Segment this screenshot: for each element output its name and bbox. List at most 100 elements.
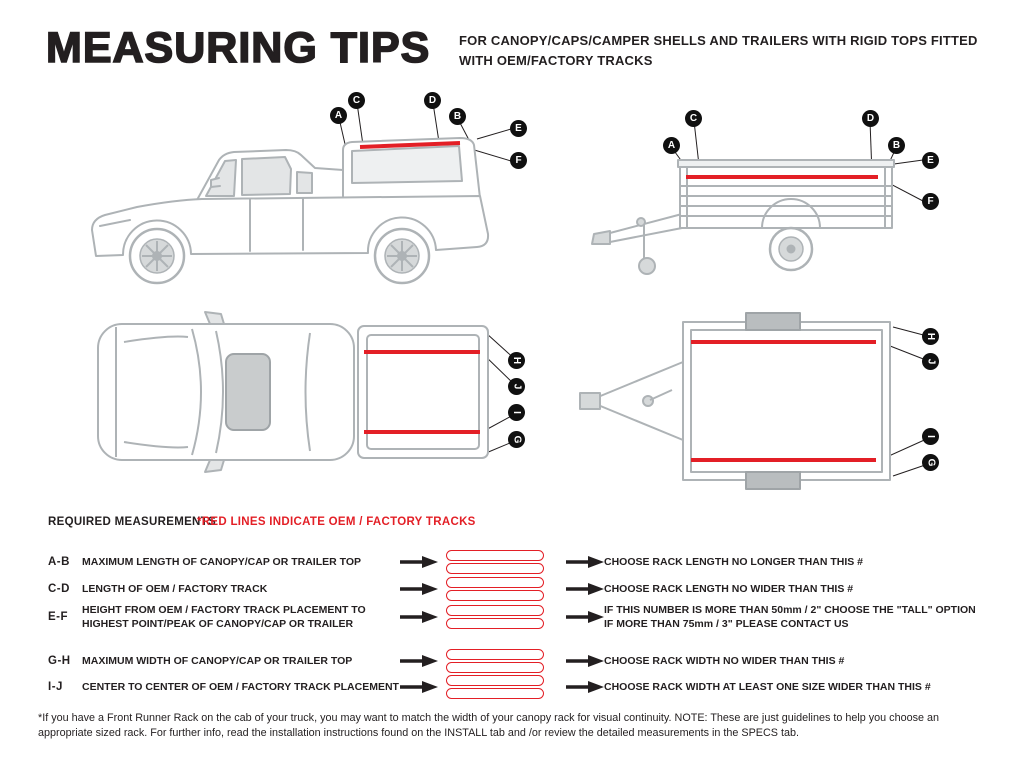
- pill-outline: [446, 577, 544, 588]
- callout-badge-h: H: [922, 328, 939, 345]
- truck-side-illustration: [91, 102, 512, 285]
- callout-letter: G: [511, 435, 522, 444]
- page-subtitle: FOR CANOPY/CAPS/CAMPER SHELLS AND TRAILE…: [459, 33, 978, 69]
- measurement-result: CHOOSE RACK LENGTH NO WIDER THAN THIS #: [604, 582, 854, 595]
- callout-badge-e: E: [510, 120, 527, 137]
- pill-outline: [446, 605, 544, 617]
- callout-badge-b: B: [449, 108, 466, 125]
- canopy-top: [357, 325, 489, 459]
- callout-badge-g: G: [508, 431, 525, 448]
- measurement-label: LENGTH OF OEM / FACTORY TRACK: [82, 582, 268, 595]
- page-title: MEASURING TIPS: [45, 23, 431, 73]
- arrow-right-icon: [400, 611, 446, 624]
- callout-badge-c: C: [685, 110, 702, 127]
- measurement-result: CHOOSE RACK WIDTH AT LEAST ONE SIZE WIDE…: [604, 680, 931, 693]
- callout-letter: A: [667, 140, 676, 151]
- callout-letter: I: [925, 435, 936, 438]
- callout-badge-h: H: [508, 352, 525, 369]
- callout-letter: C: [689, 113, 698, 124]
- pill-outline: [446, 563, 544, 574]
- measurement-key: A-B: [48, 556, 70, 568]
- callout-letter: J: [925, 358, 936, 365]
- callout-badge-j: J: [508, 378, 525, 395]
- measurement-entry-pill: [446, 649, 552, 673]
- measurement-entry-pill: [446, 675, 552, 699]
- callout-badge-f: F: [510, 152, 527, 169]
- measurement-row: C-D LENGTH OF OEM / FACTORY TRACK CHOOSE…: [48, 577, 998, 601]
- red-lines-note: *RED LINES INDICATE OEM / FACTORY TRACKS: [197, 516, 476, 528]
- truck-top-view-diagram: H J I G: [40, 300, 550, 490]
- callout-letter: B: [892, 140, 901, 151]
- trailer-top-box: [682, 321, 891, 481]
- pill-outline: [446, 675, 544, 686]
- measurement-key: E-F: [48, 611, 69, 624]
- measurement-label: HEIGHT FROM OEM / FACTORY TRACK PLACEMEN…: [82, 604, 366, 631]
- measurement-label: MAXIMUM LENGTH OF CANOPY/CAP OR TRAILER …: [82, 555, 362, 568]
- measurement-entry-pill: [446, 605, 552, 630]
- callout-letter: I: [511, 411, 522, 414]
- arrow-right-icon: [552, 556, 604, 568]
- callout-letter: G: [925, 458, 936, 467]
- required-measurements-heading: REQUIRED MEASUREMENTS: [48, 516, 216, 528]
- measurement-key: I-J: [48, 681, 63, 693]
- arrow-right-icon: [400, 681, 446, 693]
- measurement-label: CENTER TO CENTER OF OEM / FACTORY TRACK …: [82, 680, 399, 693]
- callout-letter: H: [510, 356, 522, 365]
- truck-wheels: [128, 227, 431, 285]
- pill-outline: [446, 618, 544, 630]
- callout-letter: F: [515, 155, 522, 166]
- arrow-right-icon: [552, 583, 604, 595]
- callout-letter: B: [453, 111, 462, 122]
- callout-badge-d: D: [424, 92, 441, 109]
- oem-track-line: [359, 141, 461, 149]
- callout-badge-i: I: [922, 428, 939, 445]
- callout-badge-e: E: [922, 152, 939, 169]
- pill-outline: [446, 649, 544, 660]
- callout-badge-b: B: [888, 137, 905, 154]
- trailer-side-illustration: [591, 120, 924, 275]
- measurement-result: CHOOSE RACK WIDTH NO WIDER THAN THIS #: [604, 654, 845, 667]
- callout-letter: H: [924, 332, 936, 341]
- measurement-row: E-F HEIGHT FROM OEM / FACTORY TRACK PLAC…: [48, 603, 998, 631]
- measurement-row: G-H MAXIMUM WIDTH OF CANOPY/CAP OR TRAIL…: [48, 649, 998, 673]
- callout-badge-d: D: [862, 110, 879, 127]
- callout-badge-i: I: [508, 404, 525, 421]
- trailer-top-illustration: [579, 312, 932, 490]
- arrow-right-icon: [400, 556, 446, 568]
- arrow-right-icon: [552, 655, 604, 667]
- callout-badge-a: A: [330, 107, 347, 124]
- callout-badge-c: C: [348, 92, 365, 109]
- measurement-result: IF THIS NUMBER IS MORE THAN 50mm / 2" CH…: [604, 604, 976, 631]
- callout-letter: D: [428, 95, 437, 106]
- truck-side-view-diagram: A C D B E F: [40, 88, 550, 298]
- truck-top-illustration: [97, 311, 518, 473]
- callout-letter: J: [511, 383, 522, 390]
- measurement-entry-pill: [446, 550, 552, 574]
- callout-letter: E: [515, 123, 522, 134]
- footnote: *If you have a Front Runner Rack on the …: [38, 712, 940, 739]
- measurement-row: A-B MAXIMUM LENGTH OF CANOPY/CAP OR TRAI…: [48, 550, 998, 574]
- measurement-entry-pill: [446, 577, 552, 601]
- measurement-key: G-H: [48, 655, 71, 667]
- truck-body: [91, 195, 490, 257]
- measurement-label: MAXIMUM WIDTH OF CANOPY/CAP OR TRAILER T…: [82, 654, 353, 667]
- callout-letter: C: [352, 95, 361, 106]
- pill-outline: [446, 590, 544, 601]
- trailer-side-view-diagram: A C D B E F: [560, 88, 980, 298]
- callout-badge-g: G: [922, 454, 939, 471]
- callout-badge-f: F: [922, 193, 939, 210]
- measurements-table: A-B MAXIMUM LENGTH OF CANOPY/CAP OR TRAI…: [48, 550, 998, 725]
- arrow-right-icon: [552, 681, 604, 693]
- callout-letter: E: [927, 155, 934, 166]
- callout-letter: A: [334, 110, 343, 121]
- measurement-row: I-J CENTER TO CENTER OF OEM / FACTORY TR…: [48, 675, 998, 699]
- callout-letter: F: [927, 196, 934, 207]
- arrow-right-icon: [552, 611, 604, 624]
- callout-badge-j: J: [922, 353, 939, 370]
- measurement-key: C-D: [48, 583, 70, 595]
- measurement-result: CHOOSE RACK LENGTH NO LONGER THAN THIS #: [604, 555, 864, 568]
- arrow-right-icon: [400, 583, 446, 595]
- callout-badge-a: A: [663, 137, 680, 154]
- trailer-top-view-diagram: H J I G: [560, 300, 980, 500]
